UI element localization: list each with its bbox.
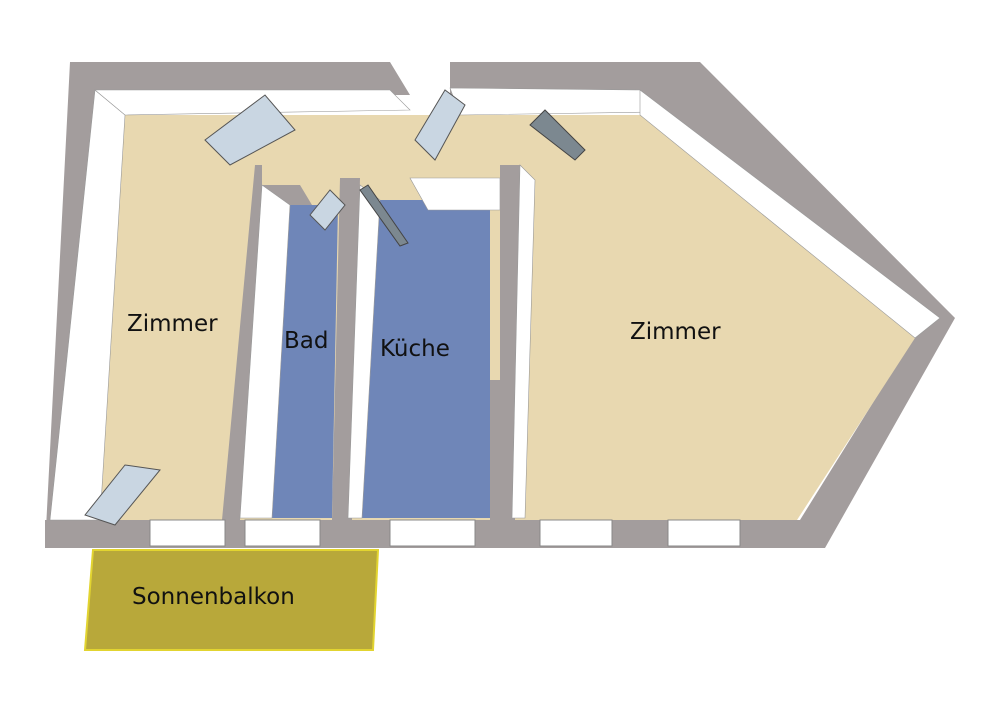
window-1 bbox=[149, 519, 226, 547]
room-label-zimmer-left: Zimmer bbox=[127, 311, 218, 337]
window-5 bbox=[667, 519, 741, 547]
room-label-bad: Bad bbox=[284, 328, 329, 354]
room-label-kueche: Küche bbox=[380, 336, 450, 362]
kueche-floor bbox=[362, 200, 490, 518]
bad-floor bbox=[272, 205, 338, 518]
door-4[interactable] bbox=[309, 189, 346, 231]
wall-face-top-right bbox=[449, 87, 656, 116]
door-1[interactable] bbox=[204, 94, 296, 166]
room-label-zimmer-right: Zimmer bbox=[630, 319, 721, 345]
wall-face-diagonal bbox=[639, 89, 941, 339]
wall-face-top-left bbox=[94, 89, 411, 116]
window-3 bbox=[389, 519, 476, 547]
door-2[interactable] bbox=[414, 89, 466, 161]
interior-wall-1 bbox=[222, 165, 312, 520]
interior-wall-1-face bbox=[239, 184, 291, 519]
door-6[interactable] bbox=[84, 464, 161, 526]
room-label-balkon: Sonnenbalkon bbox=[132, 584, 295, 610]
window-2 bbox=[244, 519, 321, 547]
outer-wall-left bbox=[45, 62, 410, 548]
door-5[interactable] bbox=[359, 184, 409, 247]
door-3[interactable] bbox=[529, 109, 586, 161]
interior-wall-3 bbox=[490, 165, 520, 520]
window-4 bbox=[539, 519, 613, 547]
balcony bbox=[83, 549, 380, 651]
interior-wall-3-face bbox=[511, 164, 536, 519]
